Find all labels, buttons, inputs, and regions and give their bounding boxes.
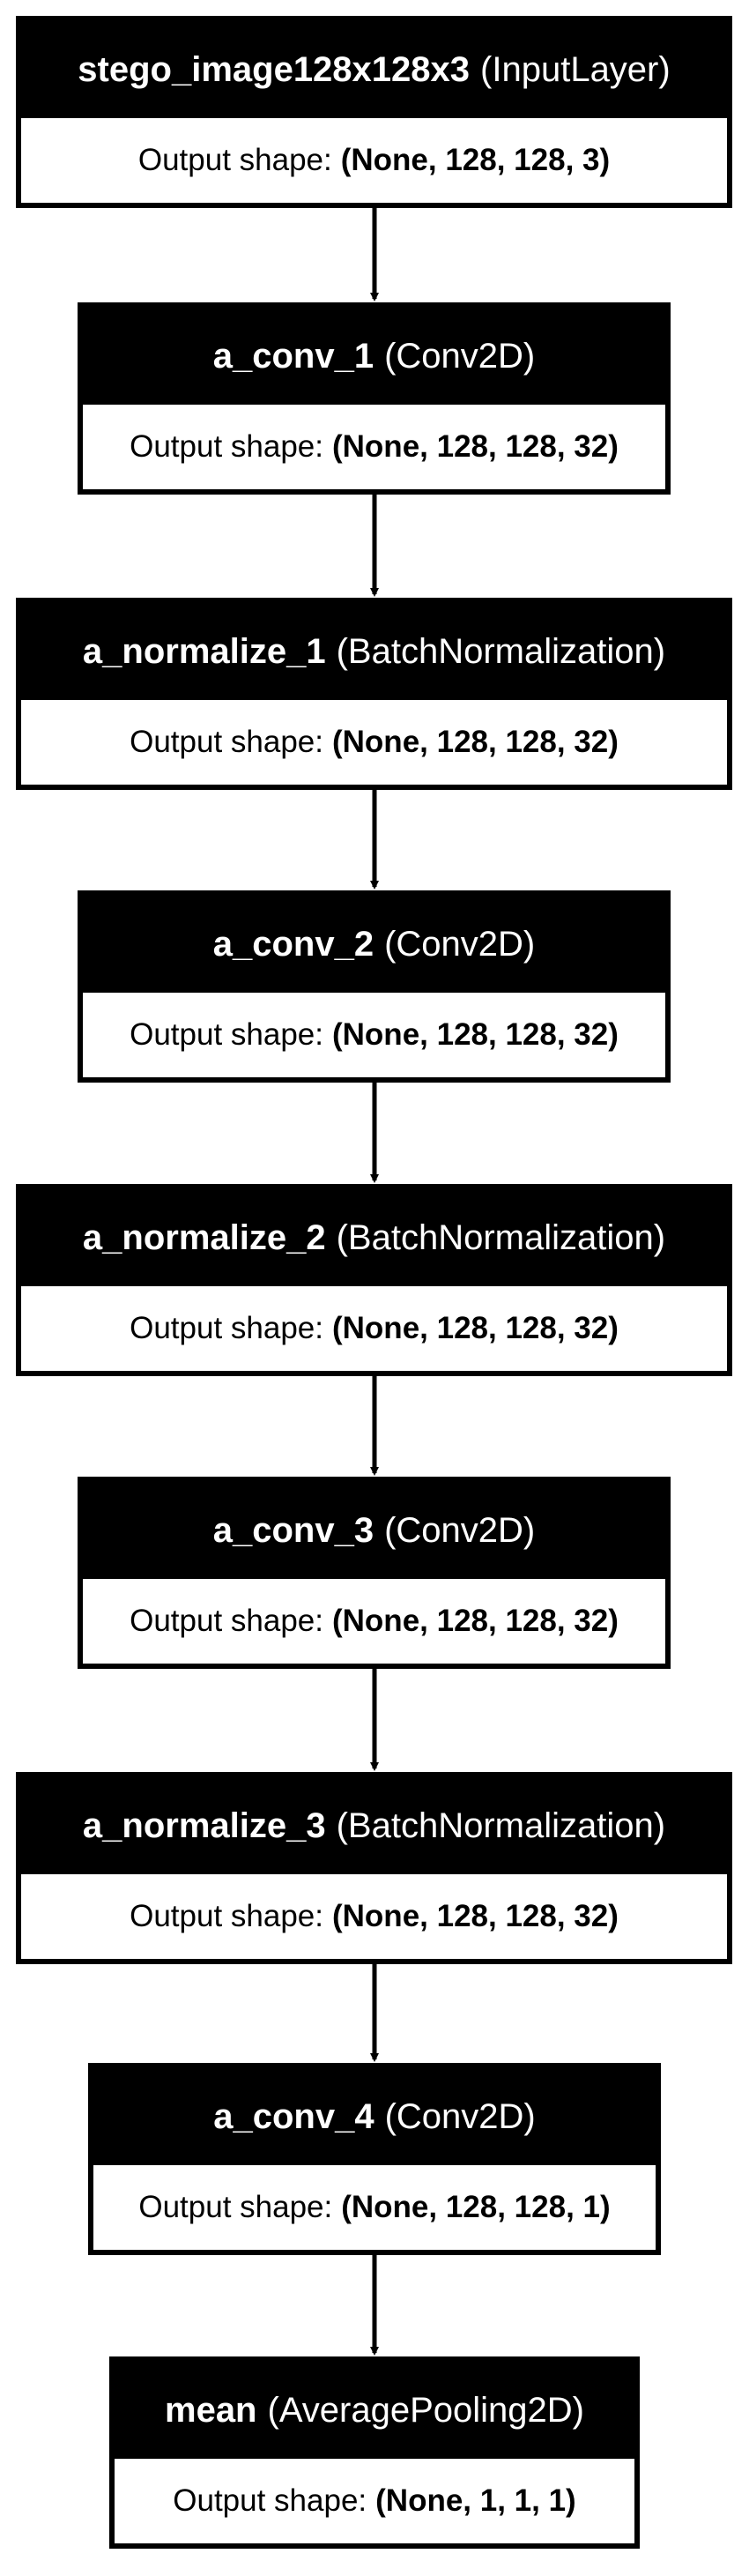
layer-header: a_normalize_1(BatchNormalization) bbox=[21, 603, 727, 700]
output-shape-value: (None, 128, 128, 32) bbox=[332, 1604, 619, 1638]
layer-output: Output shape:(None, 128, 128, 3) bbox=[21, 118, 727, 203]
output-shape-value: (None, 128, 128, 3) bbox=[340, 143, 611, 177]
layer-type: (Conv2D) bbox=[384, 336, 536, 376]
layer-type: (Conv2D) bbox=[384, 1510, 536, 1550]
layer-name: a_conv_2 bbox=[212, 924, 374, 964]
layer-header: a_normalize_2(BatchNormalization) bbox=[21, 1189, 727, 1286]
layer-type: (Conv2D) bbox=[384, 924, 536, 964]
output-shape-label: Output shape: bbox=[130, 1017, 323, 1052]
layer-name: a_normalize_3 bbox=[82, 1805, 326, 1845]
layer-type: (BatchNormalization) bbox=[336, 1805, 666, 1845]
output-shape-value: (None, 1, 1, 1) bbox=[375, 2483, 576, 2518]
layer-header: a_conv_2(Conv2D) bbox=[83, 896, 665, 993]
layer-name: mean bbox=[165, 2390, 257, 2430]
layer-node-a-conv-3: a_conv_3(Conv2D) Output shape: (None, 128,… bbox=[78, 1477, 671, 1669]
output-shape-label: Output shape: bbox=[130, 1899, 323, 1933]
layer-name: a_conv_1 bbox=[212, 336, 374, 376]
layer-node-a-normalize-1: a_normalize_1(BatchNormalization)Output … bbox=[16, 598, 732, 790]
layer-name: a_conv_3 bbox=[212, 1510, 374, 1550]
layer-node-mean: mean(AveragePooling2D)Output shape:(None… bbox=[109, 2356, 640, 2549]
output-shape-label: Output shape: bbox=[138, 2190, 333, 2224]
layer-node-a-conv-2: a_conv_2(Conv2D) Output shape: (None, 128,… bbox=[78, 890, 671, 1083]
layer-type: (Conv2D) bbox=[384, 2096, 536, 2136]
output-shape-label: Output shape: bbox=[130, 1604, 323, 1638]
output-shape-label: Output shape: bbox=[130, 725, 323, 759]
layer-type: (BatchNormalization) bbox=[336, 631, 666, 671]
layer-header: a_conv_4(Conv2D) bbox=[93, 2068, 656, 2165]
output-shape-label: Output shape: bbox=[130, 1311, 323, 1345]
output-shape-label: Output shape: bbox=[173, 2483, 367, 2518]
output-shape-value: (None, 128, 128, 32) bbox=[332, 1311, 619, 1345]
output-shape-label: Output shape: bbox=[130, 429, 323, 464]
layer-type: (AveragePooling2D) bbox=[267, 2390, 584, 2430]
layer-header: a_conv_1(Conv2D) bbox=[83, 308, 665, 405]
layer-output: Output shape: (None, 128, 128, 32) bbox=[21, 1286, 727, 1371]
layer-name: a_conv_4 bbox=[213, 2096, 374, 2136]
layer-output: Output shape: (None, 128, 128, 32) bbox=[83, 1579, 665, 1664]
output-shape-value: (None, 128, 128, 32) bbox=[332, 1017, 619, 1052]
layer-node-a-normalize-3: a_normalize_3(BatchNormalization)Output … bbox=[16, 1772, 732, 1964]
layer-output: Output shape: (None, 128, 128, 32) bbox=[21, 700, 727, 785]
layer-name: stego_image128x128x3 bbox=[78, 49, 471, 89]
output-shape-value: (None, 128, 128, 32) bbox=[332, 725, 619, 759]
layer-header: a_conv_3(Conv2D) bbox=[83, 1482, 665, 1579]
layer-type: (InputLayer) bbox=[480, 49, 671, 89]
layer-name: a_normalize_2 bbox=[82, 1217, 326, 1257]
output-shape-value: (None, 128, 128, 1) bbox=[341, 2190, 611, 2224]
layer-output: Output shape:(None, 1, 1, 1) bbox=[115, 2459, 634, 2543]
layer-header: mean(AveragePooling2D) bbox=[115, 2362, 634, 2459]
layer-output: Output shape: (None, 128, 128, 32) bbox=[83, 993, 665, 1077]
layer-node-a-conv-1: a_conv_1(Conv2D) Output shape: (None, 128,… bbox=[78, 302, 671, 495]
output-shape-label: Output shape: bbox=[137, 143, 332, 177]
layer-header: stego_image128x128x3(InputLayer) bbox=[21, 21, 727, 118]
output-shape-value: (None, 128, 128, 32) bbox=[332, 1899, 619, 1933]
layer-output: Output shape:(None, 128, 128, 1) bbox=[93, 2165, 656, 2250]
layer-output: Output shape: (None, 128, 128, 32) bbox=[21, 1874, 727, 1959]
layer-node-a-normalize-2: a_normalize_2(BatchNormalization)Output … bbox=[16, 1184, 732, 1376]
output-shape-value: (None, 128, 128, 32) bbox=[332, 429, 619, 464]
layer-node-stego-image128x128x3: stego_image128x128x3(InputLayer)Output s… bbox=[16, 16, 732, 208]
layer-header: a_normalize_3(BatchNormalization) bbox=[21, 1777, 727, 1874]
layer-node-a-conv-4: a_conv_4(Conv2D)Output shape:(None, 128,… bbox=[88, 2063, 661, 2255]
layer-type: (BatchNormalization) bbox=[336, 1217, 666, 1257]
layer-name: a_normalize_1 bbox=[82, 631, 326, 671]
layer-output: Output shape: (None, 128, 128, 32) bbox=[83, 405, 665, 489]
